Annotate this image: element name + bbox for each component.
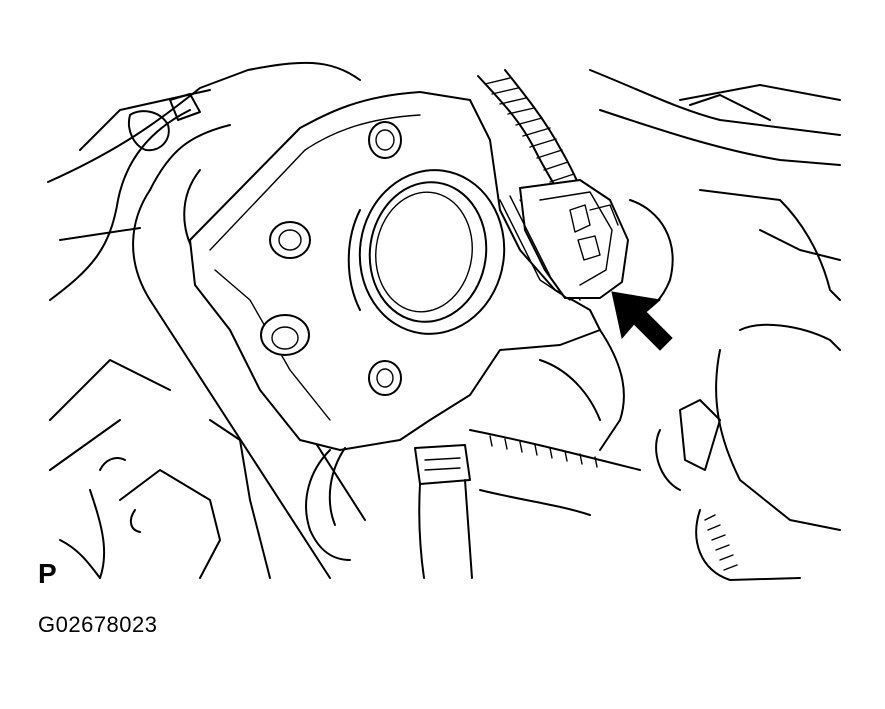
bolt-top	[368, 121, 402, 159]
wiring-harness	[477, 69, 583, 196]
mounting-bolts	[260, 121, 402, 396]
engine-background-lines	[47, 61, 841, 471]
lower-left-structure	[59, 419, 271, 579]
figure-code-label: G02678023	[38, 612, 158, 637]
throttle-bore	[347, 169, 506, 335]
arrow-pointer-icon	[611, 291, 673, 351]
sensor-connector	[499, 179, 629, 301]
view-letter-label: P	[38, 558, 57, 589]
bolt-left	[269, 221, 311, 259]
bolt-bottom	[368, 360, 402, 396]
lower-hoses	[305, 429, 641, 579]
bolt-lower-left	[260, 314, 310, 356]
right-side-components	[539, 189, 841, 581]
